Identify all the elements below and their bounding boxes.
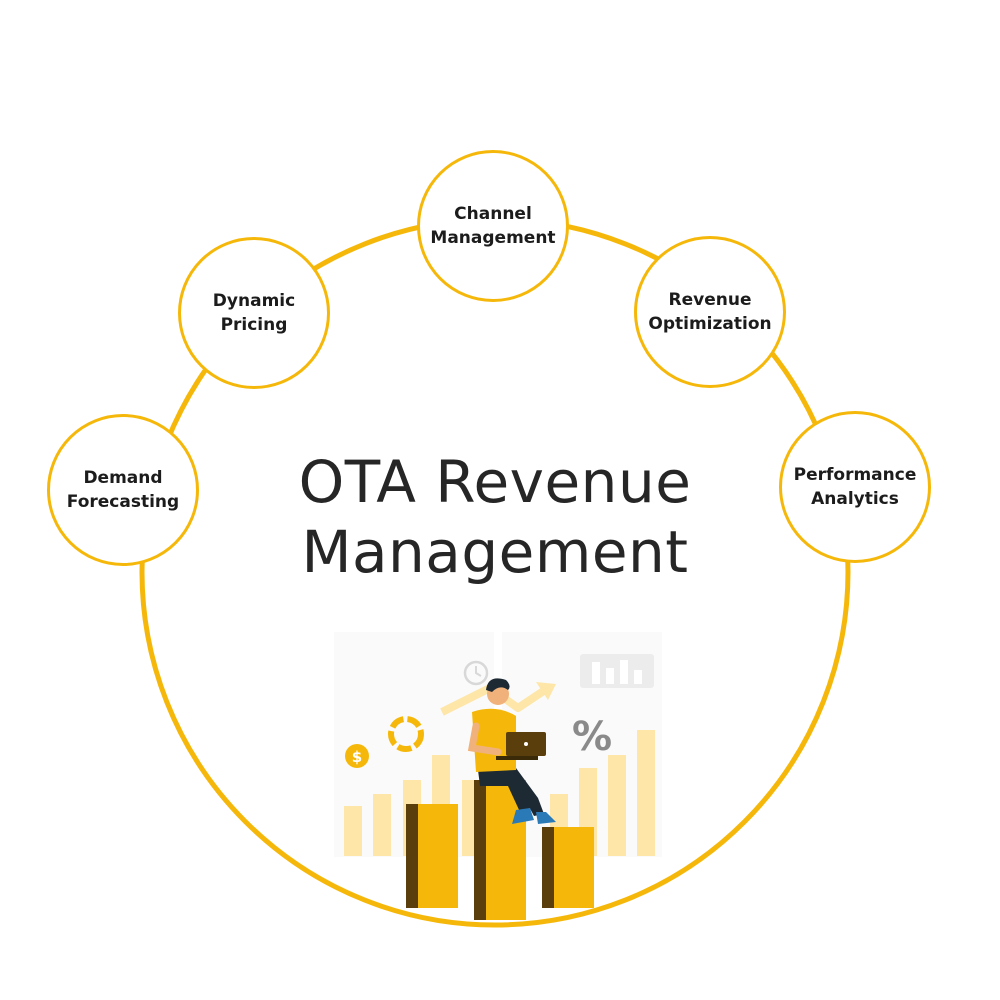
person-figure [467, 678, 556, 824]
bg-bar [637, 730, 655, 856]
node-label-line2: Analytics [811, 489, 899, 509]
node-label: Channel Management [430, 202, 555, 250]
analytics-illustration: $ % [334, 632, 662, 920]
node-revenue-optimization: Revenue Optimization [634, 236, 786, 388]
bar-chart-icon [580, 654, 654, 688]
bg-bar [344, 806, 362, 856]
diagram-title-line1: OTA Revenue [298, 448, 692, 516]
clock-icon [463, 660, 489, 686]
main-bar-3 [554, 827, 594, 908]
main-bar-1-shadow [406, 804, 420, 908]
node-label-line1: Revenue [668, 289, 752, 310]
node-label-line2: Pricing [220, 315, 288, 335]
node-channel-management: Channel Management [417, 150, 569, 302]
main-bar-2-shadow [474, 780, 488, 920]
node-label: Performance Analytics [794, 463, 917, 511]
node-label-line2: Management [430, 228, 556, 248]
node-label: Demand Forecasting [67, 466, 179, 514]
node-demand-forecasting: Demand Forecasting [47, 414, 199, 566]
dollar-coin-icon: $ [345, 744, 369, 768]
node-performance-analytics: Performance Analytics [779, 411, 931, 563]
donut-chart-icon [388, 716, 424, 752]
percent-icon: % [572, 714, 612, 760]
dollar-symbol: $ [352, 748, 362, 766]
node-dynamic-pricing: Dynamic Pricing [178, 237, 330, 389]
node-label-line1: Demand [83, 467, 163, 488]
bg-bar [608, 755, 626, 856]
node-label: Revenue Optimization [648, 288, 771, 336]
node-label-line1: Dynamic [212, 290, 296, 311]
diagram-title: OTA Revenue Management [190, 448, 800, 587]
main-bar-1 [418, 804, 458, 908]
node-label-line2: Optimization [648, 314, 772, 334]
main-bar-3-shadow [542, 827, 556, 908]
diagram-title-line2: Management [301, 517, 689, 586]
node-label: Dynamic Pricing [213, 289, 295, 337]
node-label-line1: Performance [793, 464, 917, 485]
bg-bar [373, 794, 391, 856]
node-label-line2: Forecasting [66, 492, 180, 512]
node-label-line1: Channel [454, 203, 532, 224]
